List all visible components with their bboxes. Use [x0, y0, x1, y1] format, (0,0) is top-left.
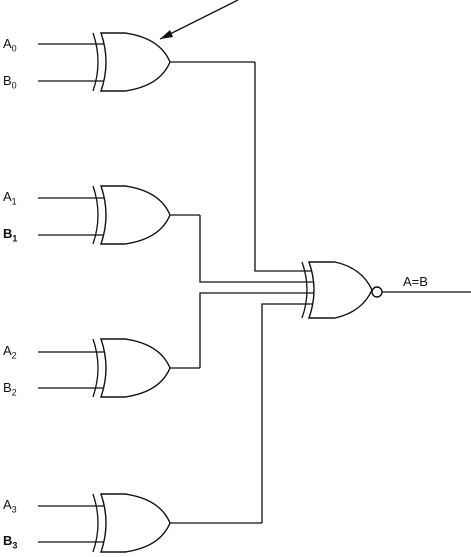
xor-gate-3	[38, 493, 262, 553]
label-a1: A1	[3, 189, 17, 207]
output-nor-gate	[301, 261, 471, 319]
label-a2: A2	[3, 343, 17, 361]
xor-gate-1	[38, 185, 200, 245]
label-b1: B1	[3, 226, 18, 244]
label-b0: B0	[3, 73, 17, 91]
label-a0: A0	[3, 36, 17, 54]
interconnect-wires	[199, 62, 316, 523]
inversion-bubble	[371, 286, 383, 298]
xor-gate-0	[38, 32, 255, 92]
label-a3: A3	[3, 497, 17, 515]
pointer-arrow	[159, 0, 239, 40]
output-label: A=B	[403, 274, 428, 289]
label-b2: B2	[3, 380, 17, 398]
label-b3: B3	[3, 533, 18, 551]
xor-gate-2	[38, 338, 200, 398]
